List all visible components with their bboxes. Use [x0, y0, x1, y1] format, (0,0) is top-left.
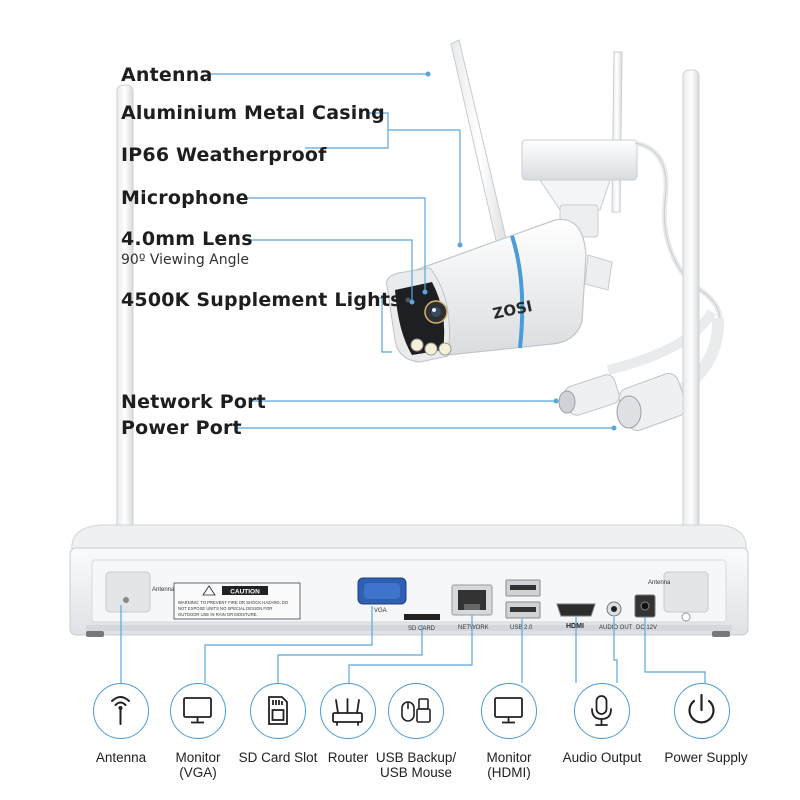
bullet-camera: ZOSI — [386, 39, 725, 431]
camera-cable — [634, 140, 723, 321]
camera-light-2 — [424, 342, 438, 356]
upper-leader-lines — [210, 73, 614, 429]
nvr-recorder: Antenna Antenna CAUTION WARNING: TO PREV… — [69, 524, 749, 637]
icon-label-sd-card: SD Card Slot — [238, 750, 318, 765]
callout-antenna: Antenna — [121, 64, 213, 86]
network-port-label: NETWORK — [458, 625, 489, 631]
caution-text-line2: NOT EXPOSE UNITS NO SPECIAL DESIGN FOR — [178, 606, 272, 611]
icon-label-monitor-hdmi: Monitor(HDMI) — [486, 750, 532, 780]
sd-card-slot — [404, 614, 440, 620]
monitor-hdmi-icon — [481, 683, 537, 739]
icon-label-antenna: Antenna — [95, 750, 147, 765]
usb-mouse-icon — [388, 683, 444, 739]
icon-label-monitor-vga: Monitor(VGA) — [175, 750, 221, 780]
callout-microphone: Microphone — [121, 187, 249, 209]
hdmi-port — [556, 603, 596, 617]
camera-light-1 — [410, 338, 424, 352]
callout-lights: 4500K Supplement Lights — [121, 289, 402, 311]
callout-lens: 4.0mm Lens — [121, 228, 253, 250]
power-icon — [674, 683, 730, 739]
camera-antenna-right — [611, 51, 623, 213]
microphone-icon — [574, 683, 630, 739]
antenna-icon — [93, 683, 149, 739]
router-icon — [320, 683, 376, 739]
callout-network-port: Network Port — [121, 391, 266, 413]
callout-viewing-angle: 90º Viewing Angle — [121, 252, 250, 268]
callout-casing: Aluminium Metal Casing — [121, 102, 385, 124]
camera-mount-neck — [539, 179, 611, 211]
sd-card-icon — [250, 683, 306, 739]
monitor-vga-icon — [170, 683, 226, 739]
antenna-right-port-label: Antenna — [648, 580, 671, 586]
network-connector — [616, 373, 688, 431]
caution-title: CAUTION — [230, 589, 260, 596]
camera-light-3 — [438, 342, 452, 356]
callout-power-port: Power Port — [121, 417, 242, 439]
icon-label-power: Power Supply — [664, 750, 748, 765]
lower-leader-lines — [120, 605, 706, 683]
camera-mount-plate — [521, 139, 638, 181]
upper-leader-dots — [409, 71, 617, 431]
callout-weatherproof: IP66 Weatherproof — [121, 144, 327, 166]
hdmi-logo: HDMI — [566, 623, 584, 630]
icon-label-audio: Audio Output — [562, 750, 642, 765]
icon-label-usb: USB Backup/USB Mouse — [375, 750, 457, 780]
antenna-left-port-label: Antenna — [152, 587, 175, 593]
power-connector — [558, 374, 620, 416]
audio-out-label: AUDIO OUT — [599, 625, 633, 631]
icon-label-router: Router — [327, 750, 369, 765]
dc-port-label: DC 12V — [636, 625, 657, 631]
caution-text-line3: OUTDOOR USE IN RAIN OR MOISTURE. — [178, 612, 258, 617]
camera-blue-ring — [510, 235, 525, 349]
caution-text-line1: WARNING: TO PREVENT FIRE OR SHOCK HAZARD… — [178, 600, 289, 605]
camera-microphone-hole — [405, 297, 411, 303]
vga-port-label: VGA — [374, 608, 387, 614]
